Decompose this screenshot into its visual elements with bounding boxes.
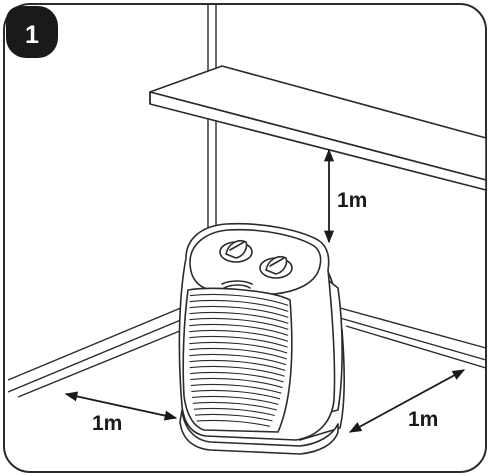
step-badge: 1 <box>6 6 58 58</box>
fan-heater-icon <box>178 222 345 455</box>
shelf-icon <box>149 65 487 191</box>
clearance-label-above: 1m <box>337 189 367 212</box>
step-number: 1 <box>25 21 39 49</box>
clearance-arrow-right <box>348 369 466 433</box>
clearance-label-right: 1m <box>408 408 438 431</box>
clearance-label-left: 1m <box>92 412 122 435</box>
floor-lines <box>7 299 487 398</box>
clearance-arrow-left <box>64 391 178 421</box>
